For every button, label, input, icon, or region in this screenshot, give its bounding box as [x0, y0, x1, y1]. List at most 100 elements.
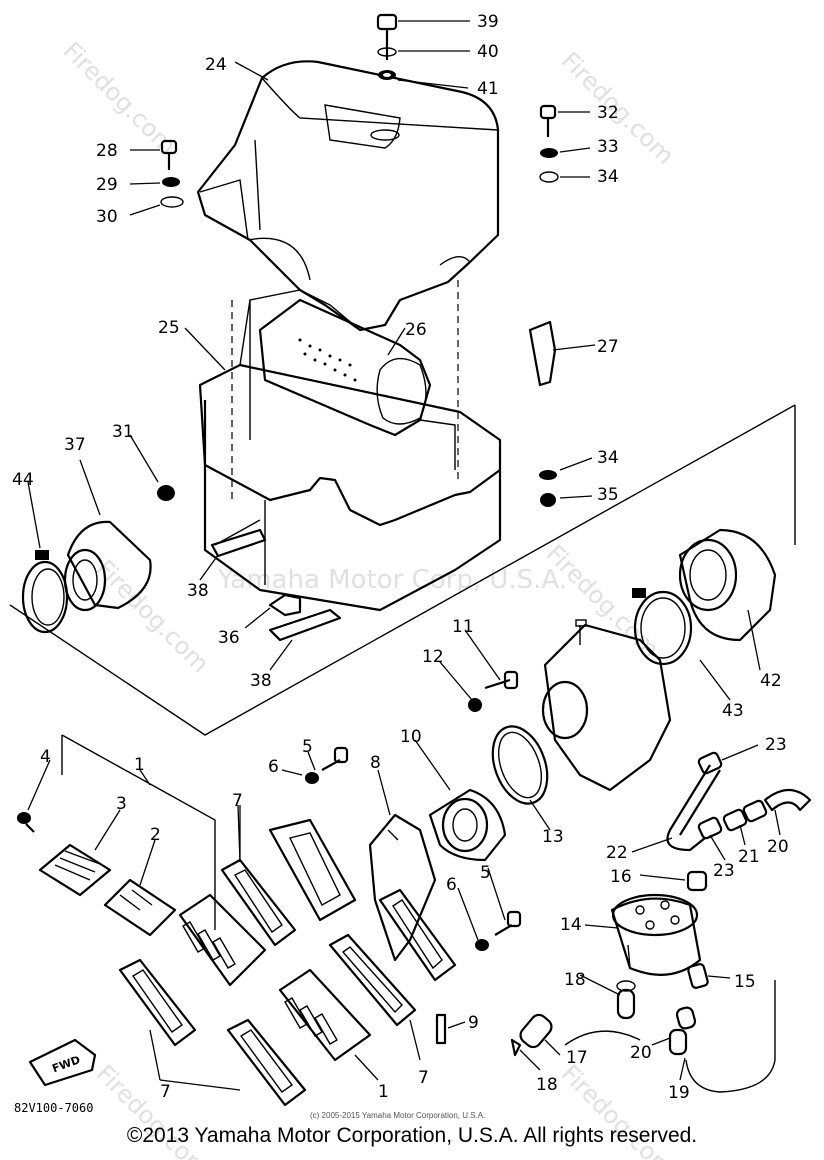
part-label: 4	[40, 747, 51, 767]
part-label: 34	[597, 167, 619, 187]
bolt-5	[475, 910, 522, 951]
part-label: 24	[205, 55, 227, 75]
pad-38	[210, 528, 267, 558]
part-label: 12	[422, 647, 444, 667]
part-label: 31	[112, 422, 134, 442]
bolt-32	[539, 104, 559, 183]
filter-element	[258, 298, 432, 437]
reed-stopper-3	[38, 843, 112, 897]
hose-routing	[685, 980, 776, 1093]
part-label: 13	[542, 827, 564, 847]
nut-31	[157, 485, 175, 501]
part-label: 1	[134, 755, 145, 775]
part-label: 33	[597, 137, 619, 157]
gasket-7	[118, 958, 197, 1047]
air-filter-box	[198, 289, 502, 612]
small-copyright: (c) 2005-2015 Yamaha Motor Corporation, …	[310, 1111, 485, 1120]
reed-petal-2	[103, 878, 177, 937]
leader-lines	[27, 20, 781, 1091]
bolt-5	[305, 746, 349, 784]
part-label: 6	[268, 757, 279, 777]
part-label: 18	[564, 970, 586, 990]
washer-34	[539, 470, 557, 480]
part-label: 10	[400, 727, 422, 747]
part-label: 27	[597, 337, 619, 357]
clamp-13	[491, 725, 549, 805]
bolt-11	[468, 670, 519, 712]
part-label: 20	[767, 837, 789, 857]
nut-35	[540, 493, 556, 507]
adapter-10	[428, 788, 507, 862]
fitting-23	[697, 751, 723, 775]
part-label: 39	[477, 12, 499, 32]
watermark-main: Yamaha Motor Corp, U.S.A.	[217, 565, 567, 595]
part-label: 5	[480, 863, 491, 883]
part-label: 37	[64, 435, 86, 455]
part-label: 7	[160, 1082, 171, 1102]
watermark-site: Firedog.com	[91, 554, 215, 678]
hose-routing	[564, 1030, 641, 1046]
part-label: 43	[722, 701, 744, 721]
part-label: 18	[536, 1075, 558, 1095]
part-label: 17	[566, 1048, 588, 1068]
part-label: 38	[187, 581, 209, 601]
air-cleaner-cover	[196, 60, 500, 332]
manifold-8	[368, 813, 437, 962]
clamp-44	[21, 550, 69, 634]
part-label: 35	[597, 485, 619, 505]
bolt-28	[160, 139, 184, 208]
gasket-7	[328, 933, 417, 1027]
part-label: 32	[597, 103, 619, 123]
hose-20	[763, 788, 812, 812]
part-label: 1	[378, 1082, 389, 1102]
part-label: 8	[370, 753, 381, 773]
fitting-23	[697, 816, 723, 840]
part-label: 20	[630, 1043, 652, 1063]
part-label: 29	[96, 175, 118, 195]
carburetor-body	[541, 619, 672, 792]
hose-17	[510, 1013, 553, 1057]
part-label: 15	[734, 972, 756, 992]
part-label: 28	[96, 141, 118, 161]
clamp-43	[632, 588, 693, 666]
part-label: 23	[765, 735, 787, 755]
part-label: 3	[116, 794, 127, 814]
part-label: 23	[713, 861, 735, 881]
part-label: 30	[96, 207, 118, 227]
assembly-frame	[9, 404, 796, 930]
part-label: 7	[232, 791, 243, 811]
part-label: 26	[405, 320, 427, 340]
part-label: 38	[250, 671, 272, 691]
part-labels: 39 40 41 24 32 33 34 28 29 30 25 26 27 3…	[12, 12, 789, 1103]
part-label: 9	[468, 1013, 479, 1033]
part-label: 5	[302, 737, 313, 757]
fwd-label: FWD	[50, 1053, 81, 1075]
part-label: 21	[738, 847, 760, 867]
strap-36	[268, 593, 302, 617]
hose-22	[666, 764, 721, 852]
drawing-code: 82V100-7060	[14, 1101, 93, 1115]
bracket-27	[528, 320, 557, 387]
reed-valve-1	[178, 893, 267, 987]
screw-4	[17, 812, 35, 833]
gasket-7	[220, 858, 297, 947]
gasket-7	[226, 1018, 307, 1107]
part-label: 11	[452, 617, 474, 637]
hose-19	[675, 1006, 697, 1030]
copyright-footer: ©2013 Yamaha Motor Corporation, U.S.A. A…	[126, 1124, 698, 1147]
pad-38	[268, 608, 342, 642]
part-label: 16	[610, 867, 632, 887]
part-label: 40	[477, 42, 499, 62]
part-label: 36	[218, 628, 240, 648]
gasket-7	[378, 888, 457, 982]
part-label: 41	[477, 79, 499, 99]
part-label: 44	[12, 470, 34, 490]
part-label: 2	[150, 825, 161, 845]
bolt-39	[376, 13, 398, 80]
part-label: 42	[760, 671, 782, 691]
cap-16	[686, 870, 708, 892]
joint-21	[722, 799, 768, 832]
fwd-marker: FWD	[28, 1038, 97, 1087]
joint-42	[678, 528, 777, 642]
